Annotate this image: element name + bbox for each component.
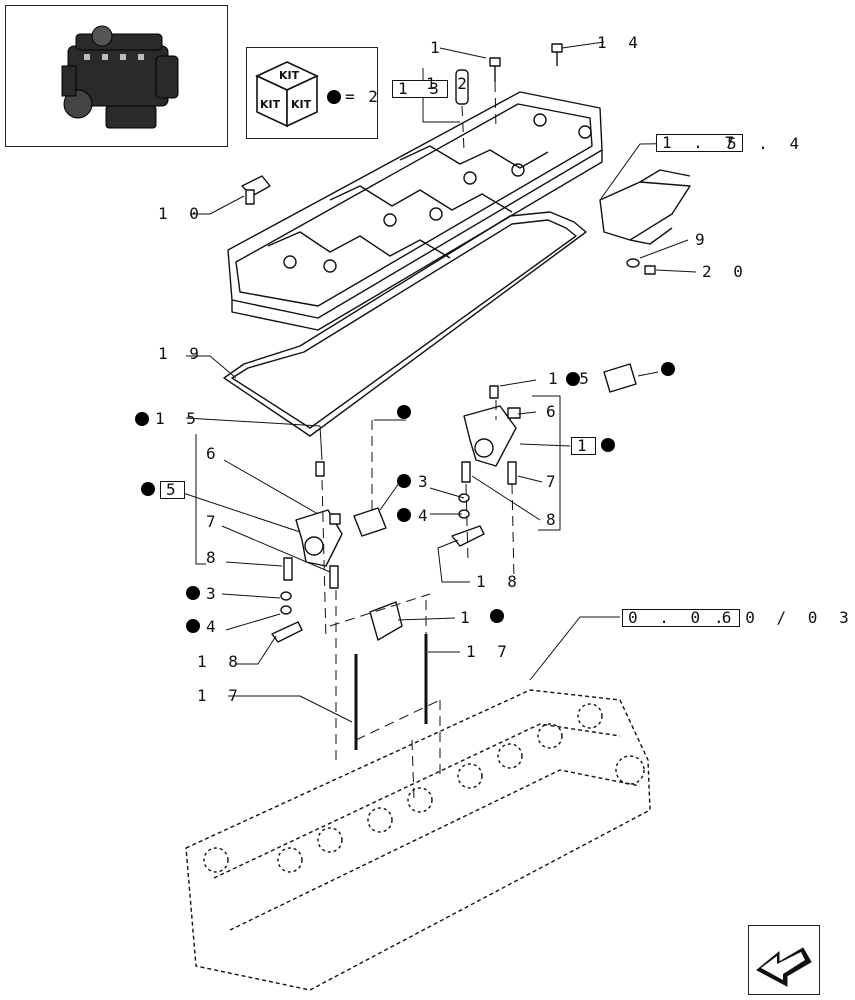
callout-4-mid: 4	[418, 506, 434, 525]
bullet-15-right-icon	[566, 372, 580, 386]
callout-ref-boxed: 0 . 0 6	[622, 609, 741, 627]
bullet-3-left-icon	[186, 586, 200, 600]
bullet-4-mid-icon	[397, 508, 411, 522]
callout-9: 9	[695, 230, 711, 249]
callout-1-right: 1	[571, 437, 596, 455]
bullet-sleeve-top-icon	[661, 362, 675, 376]
callout-17-right: 1 7	[466, 642, 513, 661]
bullet-15-left-icon	[135, 412, 149, 426]
callout-3-mid: 3	[418, 472, 434, 491]
callout-8-left: 8	[206, 548, 222, 567]
kit-bullet-icon	[327, 90, 341, 104]
callout-3-left: 3	[206, 584, 222, 603]
callout-1-75-group: 1 . 7	[656, 134, 744, 152]
engine-thumbnail-frame	[5, 5, 228, 147]
engine-thumbnail-image	[61, 25, 179, 129]
bullet-1-right-icon	[601, 438, 615, 452]
callout-1-75-suffix: 5 . 4	[727, 134, 806, 153]
callout-1-top: 1	[430, 38, 446, 57]
callout-17-left: 1 7	[197, 686, 244, 705]
bullet-5-left-icon	[141, 482, 155, 496]
bullet-4-left-icon	[186, 619, 200, 633]
arrow-left-icon	[756, 947, 812, 987]
bullet-3-mid-icon	[397, 474, 411, 488]
bullet-sleeve-mid-icon	[397, 405, 411, 419]
callout-18-right: 1 8	[476, 572, 523, 591]
callout-19: 1 9	[158, 344, 205, 363]
kit-cube-icon	[255, 61, 319, 128]
callout-13: 1 3	[392, 80, 448, 98]
callout-10: 1 0	[158, 204, 205, 223]
callout-6-left: 6	[206, 444, 222, 463]
callout-4-left: 4	[206, 617, 222, 636]
callout-ref-suffix: . 0 / 0 3	[714, 608, 855, 627]
callout-7-right: 7	[546, 472, 562, 491]
callout-18-left: 1 8	[197, 652, 244, 671]
callout-5-left: 5	[160, 481, 185, 499]
kit-label-left: KIT	[260, 98, 281, 111]
callout-6-right: 6	[546, 402, 562, 421]
kit-quantity: = 2	[345, 87, 380, 106]
kit-label-right: KIT	[291, 98, 312, 111]
bullet-16-icon	[490, 609, 504, 623]
next-page-button[interactable]	[748, 925, 820, 995]
kit-label-top: KIT	[279, 69, 300, 82]
callout-14: 1 4	[597, 33, 644, 52]
exploded-parts-drawing	[179, 41, 721, 991]
callout-15-left: 1 5	[155, 409, 202, 428]
callout-7-left: 7	[206, 512, 222, 531]
callout-20: 2 0	[702, 262, 749, 281]
kit-legend-box: KIT KIT KIT = 2	[246, 47, 378, 139]
callout-12: 1 2	[426, 74, 473, 93]
callout-8-right: 8	[546, 510, 562, 529]
